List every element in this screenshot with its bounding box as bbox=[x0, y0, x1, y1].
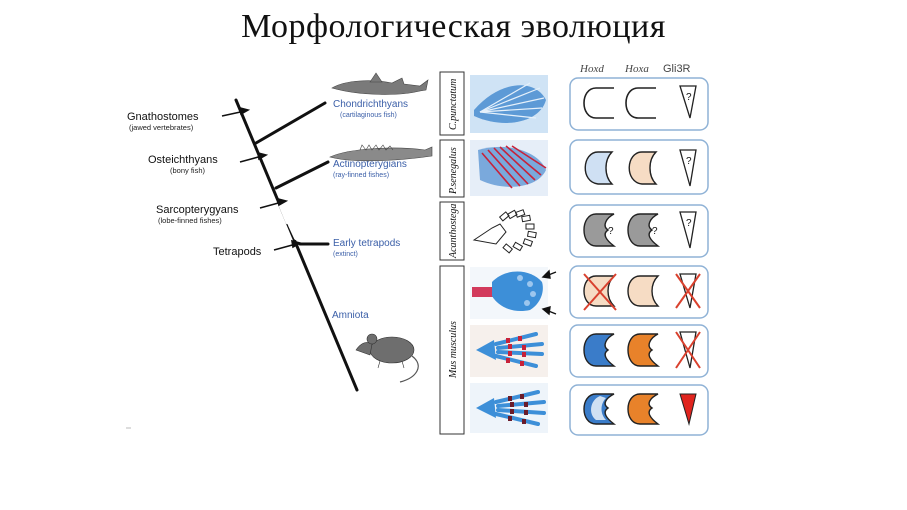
arrowhead-sarcopterygyans bbox=[277, 197, 289, 207]
clade-label-gnathostomes: Gnathostomes bbox=[127, 111, 199, 123]
taxon-sub-actinopterygians: (ray-finned fishes) bbox=[333, 172, 389, 179]
taxon-sub-early-tetrapods: (extinct) bbox=[333, 251, 358, 258]
hoxa-domain-row-5 bbox=[627, 333, 661, 367]
trunk-gap-1 bbox=[278, 202, 291, 225]
limb-image-acanthostega bbox=[470, 203, 548, 259]
arrowhead-gnathostomes bbox=[239, 106, 251, 116]
arrowhead-tetrapods bbox=[291, 239, 303, 249]
arrowhead-osteichthyans bbox=[257, 151, 269, 161]
mouse-illustration bbox=[355, 333, 419, 383]
species-box-acanthostega bbox=[439, 201, 465, 261]
hoxa-domain-row-1 bbox=[625, 87, 656, 119]
hoxd-light-region-row-6 bbox=[591, 396, 606, 420]
hoxa-domain-row-2 bbox=[628, 151, 658, 185]
branch-chondrichthyans bbox=[254, 101, 327, 145]
limb-image-mouse-3 bbox=[470, 383, 548, 433]
taxon-sub-chondrichthyans: (cartilaginous fish) bbox=[340, 112, 397, 119]
species-box-c-punctatum bbox=[439, 71, 465, 136]
expression-panels: ? ? ? ? ? bbox=[569, 77, 709, 436]
bichir-illustration bbox=[329, 144, 433, 162]
hoxa-domain-row-4 bbox=[627, 275, 660, 307]
clade-arrows bbox=[221, 106, 303, 251]
trunk-gap-2 bbox=[288, 223, 298, 240]
clade-label-sarcopterygyans: Sarcopterygyans bbox=[156, 204, 239, 216]
species-label-c-punctatum: C.punctatum bbox=[448, 79, 459, 130]
unknown-mark-hoxd-row-3: ? bbox=[608, 226, 614, 237]
panel-row-1 bbox=[569, 77, 709, 131]
hoxd-domain-row-5 bbox=[583, 333, 617, 367]
expression-row-1: ? bbox=[569, 77, 709, 131]
clade-label-tetrapods: Tetrapods bbox=[213, 246, 262, 258]
species-label-p-senegalus: P.senegalus bbox=[448, 147, 459, 195]
limb-image-mouse-1 bbox=[470, 267, 557, 319]
unknown-mark-row-3: ? bbox=[686, 218, 692, 229]
hoxd-domain-row-3 bbox=[583, 213, 617, 247]
expression-row-6 bbox=[569, 384, 709, 436]
species-box-p-senegalus bbox=[439, 139, 465, 198]
species-label-acanthostega: Acanthostega bbox=[448, 204, 459, 259]
shark-illustration bbox=[331, 72, 429, 95]
gli3r-cross-row-4 bbox=[675, 273, 701, 309]
expression-row-4 bbox=[569, 265, 709, 319]
species-box-mus-musculus bbox=[439, 265, 465, 435]
gli3r-domain-row-2 bbox=[679, 149, 697, 187]
limb-images bbox=[470, 75, 557, 433]
clade-label-osteichthyans: Osteichthyans bbox=[148, 154, 218, 166]
gli3r-domain-row-1 bbox=[679, 85, 697, 119]
gli3r-domain-row-3 bbox=[679, 211, 697, 249]
hoxd-domain-row-1 bbox=[583, 87, 614, 119]
species-label-mus-musculus: Mus musculus bbox=[448, 321, 459, 379]
expression-row-2: ? bbox=[569, 139, 709, 195]
hoxd-cross-row-4 bbox=[583, 273, 617, 311]
hoxa-domain-row-6 bbox=[627, 393, 661, 425]
unknown-mark-row-2: ? bbox=[686, 156, 692, 167]
gene-header-hoxd: Hoxd bbox=[579, 63, 604, 75]
gene-header-gli3r: Gli3R bbox=[663, 63, 691, 75]
hoxd-domain-row-2 bbox=[584, 151, 614, 185]
unknown-mark-row-1: ? bbox=[686, 92, 692, 103]
gene-header-hoxa: Hoxa bbox=[624, 63, 649, 75]
limb-image-mouse-2 bbox=[470, 325, 548, 377]
fin-image-c-punctatum bbox=[470, 75, 548, 133]
expression-row-5 bbox=[569, 324, 709, 378]
taxon-label-amniota: Amniota bbox=[332, 310, 369, 321]
species-labels: C.punctatum P.senegalus Acanthostega Mus… bbox=[439, 71, 465, 435]
slide-title: Морфологическая эволюция bbox=[241, 8, 666, 45]
hoxa-domain-row-3 bbox=[627, 213, 661, 247]
branch-actinopterygians bbox=[274, 160, 330, 190]
unknown-mark-hoxa-row-3: ? bbox=[652, 226, 658, 237]
clade-sub-osteichthyans: (bony fish) bbox=[170, 166, 206, 175]
taxon-label-chondrichthyans: Chondrichthyans bbox=[333, 99, 408, 110]
clade-sub-sarcopterygyans: (lobe-finned fishes) bbox=[158, 216, 222, 225]
clade-sub-gnathostomes: (jawed vertebrates) bbox=[129, 123, 194, 132]
fin-image-p-senegalus bbox=[470, 140, 548, 196]
gli3r-domain-row-6 bbox=[679, 393, 697, 426]
taxon-label-early-tetrapods: Early tetrapods bbox=[333, 238, 400, 249]
taxon-label-actinopterygians: Actinopterygians bbox=[333, 159, 407, 170]
expression-row-3: ? ? ? bbox=[569, 204, 709, 258]
gli3r-cross-row-5 bbox=[675, 331, 701, 369]
